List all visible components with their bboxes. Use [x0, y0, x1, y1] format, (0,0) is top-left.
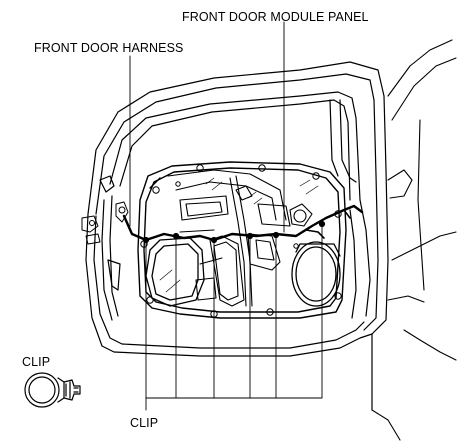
harness-branch	[295, 209, 351, 239]
door-shell	[87, 61, 389, 411]
clip-detail	[24, 372, 81, 408]
module-panel-label: FRONT DOOR MODULE PANEL	[182, 10, 369, 24]
leader-lines	[129, 21, 323, 411]
door-body	[85, 175, 373, 357]
clip-callout-label: CLIP	[130, 416, 159, 430]
door-harness-wire	[122, 204, 364, 242]
panel-bolts	[140, 164, 342, 318]
panel-hatching	[159, 177, 319, 293]
module-panel	[137, 161, 347, 319]
clip-detail-label: CLIP	[22, 355, 51, 369]
window-regulator	[167, 169, 313, 307]
front-pillar	[371, 39, 457, 441]
door-harness-label: FRONT DOOR HARNESS	[34, 41, 184, 55]
